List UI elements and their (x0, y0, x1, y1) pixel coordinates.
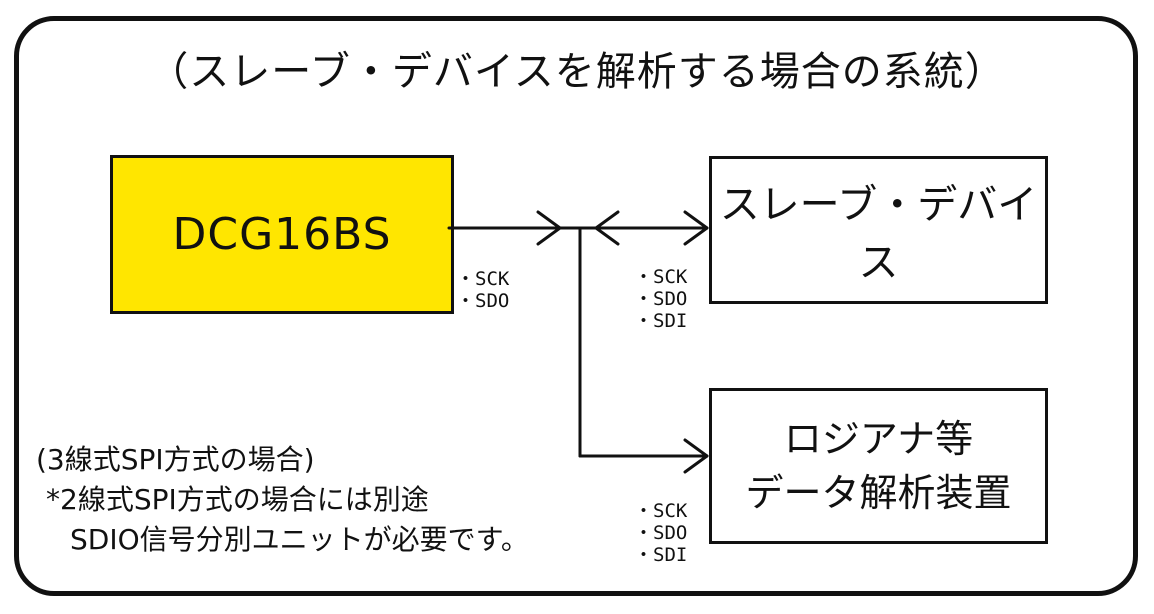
signal-item: ・SDI (634, 310, 688, 332)
wiring-note: (3線式SPI方式の場合) *2線式SPI方式の場合には別途 SDIO信号分別ユ… (36, 440, 529, 560)
slave-device-box: スレーブ・デバイス (709, 156, 1048, 304)
arrow-head-right-1 (536, 210, 562, 246)
signal-list-slave: ・SCK ・SDO ・SDI (634, 266, 687, 332)
note-line3: SDIO信号分別ユニットが必要です。 (70, 523, 529, 556)
signal-item: ・SDO (634, 522, 688, 544)
signal-item: ・SDO (456, 290, 510, 312)
arrow-head-right-3 (683, 438, 709, 474)
signal-list-analyzer: ・SCK ・SDO ・SDI (634, 500, 687, 566)
diagram-title: （スレーブ・デバイスを解析する場合の系統） (148, 49, 1006, 95)
slave-device-label: スレーブ・デバイス (719, 182, 1038, 286)
signal-item: ・SCK (634, 500, 688, 522)
signal-list-dcg: ・SCK ・SDO (456, 268, 509, 312)
dcg16bs-box: DCG16BS (110, 155, 454, 314)
analyzer-label-line1: ロジアナ等 (783, 417, 974, 461)
analyzer-box: ロジアナ等 データ解析装置 (709, 388, 1048, 544)
signal-item: ・SCK (456, 268, 510, 290)
note-line1: (3線式SPI方式の場合) (36, 443, 315, 476)
signal-item: ・SDI (634, 544, 688, 566)
dcg16bs-label: DCG16BS (172, 209, 392, 260)
signal-item: ・SCK (634, 266, 688, 288)
note-line2: *2線式SPI方式の場合には別途 (46, 483, 429, 516)
signal-item: ・SDO (634, 288, 688, 310)
arrow-head-left (594, 210, 620, 246)
arrow-head-right-2 (683, 210, 709, 246)
analyzer-label-line2: データ解析装置 (745, 471, 1012, 515)
